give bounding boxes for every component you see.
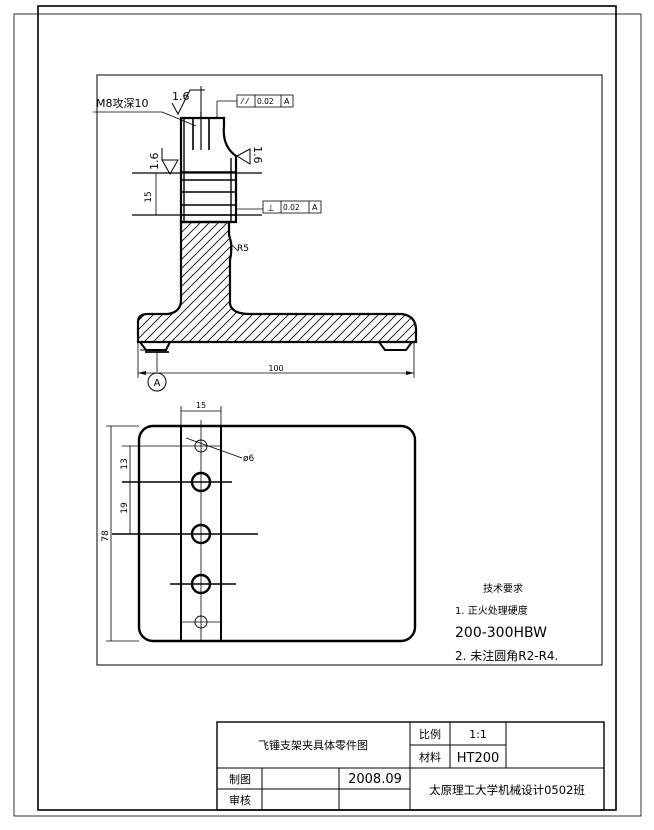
material-value: HT200 xyxy=(457,751,500,766)
checked-label: 审核 xyxy=(229,793,251,807)
roughness-top: 1.6 xyxy=(172,90,190,103)
roughness-left-symbol xyxy=(161,159,179,176)
top-view: 15 ø6 78 13 19 xyxy=(101,401,417,643)
organization: 太原理工大学机械设计0502班 xyxy=(429,783,585,797)
parallelism-frame xyxy=(236,94,294,108)
r5-leader xyxy=(229,242,239,252)
technical-notes: 技术要求 1. 正火处理硬度 200-300HBW 2. 未注圆角R2-R4. xyxy=(455,582,558,663)
datum-a: A xyxy=(154,378,161,389)
perpendicularity-symbol: ⊥ xyxy=(267,204,275,214)
view-border xyxy=(96,74,603,666)
boss-outline xyxy=(179,116,238,224)
roughness-right-symbol xyxy=(235,148,251,165)
dim-100: 100 xyxy=(268,364,283,373)
section-view: 15 M8攻深10 1.6 // 0.02 A 1.6 1.6 ⊥ 0.02 A xyxy=(93,86,418,392)
sheet-inner-border xyxy=(37,5,617,811)
scale-label: 比例 xyxy=(419,727,441,741)
parallelism-datum: A xyxy=(284,97,290,106)
title-block: 飞锤支架夹具体零件图 比例 1:1 材料 HT200 制图 2008.09 审核… xyxy=(216,721,605,811)
perp-frame xyxy=(262,200,322,214)
notes-line-1: 1. 正火处理硬度 xyxy=(455,604,528,617)
dim-13: 13 xyxy=(120,458,130,469)
parallelism-symbol: // xyxy=(240,98,250,107)
perpendicularity-datum: A xyxy=(312,203,318,212)
drawing-name: 飞锤支架夹具体零件图 xyxy=(258,738,368,752)
datum-circle xyxy=(147,372,167,392)
dim-19: 19 xyxy=(120,502,130,514)
drawn-label: 制图 xyxy=(229,773,251,786)
foot-relief-right xyxy=(378,341,413,351)
dim-100-arrow-l xyxy=(138,371,146,375)
dim-100-arrow-r xyxy=(406,371,414,375)
dim-15-side: 15 xyxy=(144,191,154,202)
notes-line-2: 200-300HBW xyxy=(455,625,547,641)
thread-callout: M8攻深10 xyxy=(96,96,149,110)
callout-leader xyxy=(161,111,197,127)
roughness-top-symbol xyxy=(171,89,205,116)
perpendicularity-value: 0.02 xyxy=(283,203,300,212)
hole-dia-leader xyxy=(185,437,243,459)
roughness-left: 1.6 xyxy=(148,153,161,171)
notes-title: 技术要求 xyxy=(483,582,523,595)
roughness-right: 1.6 xyxy=(251,146,264,164)
material-label: 材料 xyxy=(419,750,441,764)
foot-relief-left xyxy=(139,341,171,351)
sheet-outer-border xyxy=(13,13,642,817)
notes-line-3: 2. 未注圆角R2-R4. xyxy=(455,648,558,663)
dim-78: 78 xyxy=(101,530,111,542)
parallelism-value: 0.02 xyxy=(257,97,274,106)
hole-dia: ø6 xyxy=(243,454,255,464)
dim-15-top: 15 xyxy=(196,401,206,410)
section-body xyxy=(136,220,418,344)
scale-value: 1:1 xyxy=(469,728,487,741)
fillet-r5: R5 xyxy=(237,244,249,254)
date: 2008.09 xyxy=(348,772,402,787)
